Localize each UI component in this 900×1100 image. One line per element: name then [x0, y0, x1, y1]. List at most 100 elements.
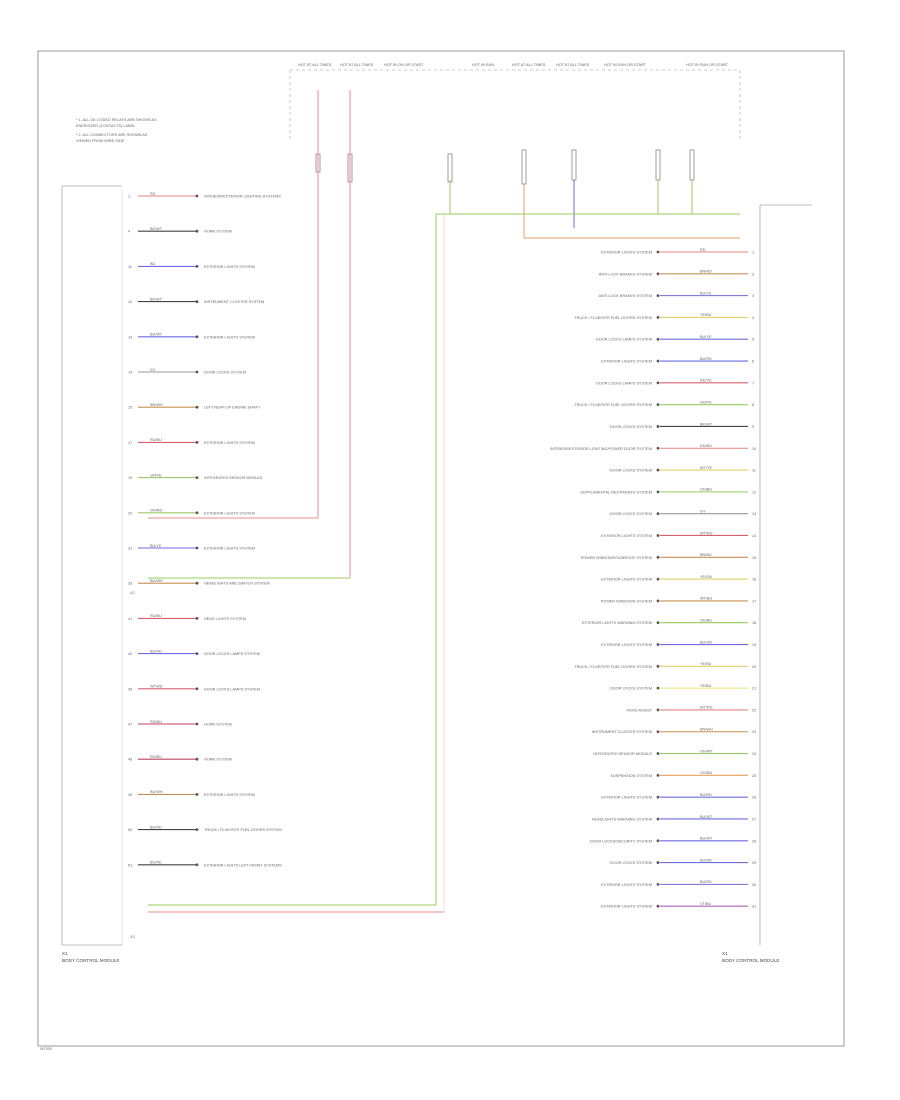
right-connector-terminal — [656, 795, 660, 799]
left-connector-terminal — [195, 335, 199, 339]
left-module-name: BODY CONTROL MODULE — [62, 958, 119, 963]
right-connector-terminal — [656, 425, 660, 428]
fuse-5 — [571, 149, 577, 181]
left-connector-terminal — [195, 194, 199, 198]
right-wire-color-code: BN/WH — [700, 728, 713, 732]
right-connector-terminal — [656, 446, 660, 450]
right-circuit-label: HEADLIGHTS WARNING SYSTEM — [592, 817, 652, 821]
left-wire-color-code: BU/WT — [150, 333, 163, 337]
right-connector-terminal — [656, 817, 660, 821]
right-connector-terminal — [656, 381, 660, 385]
right-circuit-label: INTEGRATED SENSOR MODULE — [593, 752, 652, 756]
right-pin-number: 20 — [752, 665, 756, 669]
top-label-2: HOT AT ALL TIMES — [340, 63, 374, 67]
left-circuit-label: EXTERIOR LIGHTS SYSTEM — [204, 793, 255, 797]
left-connector-terminal — [195, 370, 199, 374]
left-wire-color-code: GN/YE — [150, 473, 162, 477]
right-row: TRUCK / FLUE/SITE FUEL DOORS SYSTEM GN/YE… — [574, 400, 754, 407]
left-wire-color-code: GN/RD — [150, 509, 162, 513]
right-wire-color-code: BN/BU — [700, 553, 712, 557]
left-connector-terminal — [195, 793, 199, 796]
right-pin-number: 31 — [752, 905, 756, 909]
right-pin-number: 15 — [752, 556, 756, 560]
left-pin-number: 20 — [128, 511, 132, 515]
right-wire-color-code: WT/YE — [700, 466, 712, 470]
right-circuit-label: EXTERIOR LIGHTS SYSTEM — [601, 360, 652, 364]
left-circuit-label: HEADLIGHTS AND SWITCH SYSTEM — [204, 582, 270, 586]
left-circuit-label: INTERIOR/EXTERIOR LIGHTING SYSTEMS — [204, 195, 281, 199]
right-wire-color-code: BU/RD — [700, 880, 712, 884]
right-connector-terminal — [656, 752, 660, 755]
left-circuit-label: HEAD LIGHTS SYSTEM — [204, 617, 246, 621]
right-wire-color-code: BU/GN — [700, 640, 712, 644]
right-circuit-label: ANTI-LOCK BRAKES SYSTEM — [599, 272, 652, 276]
right-connector-terminal — [656, 730, 660, 734]
left-connector-terminal — [195, 828, 199, 831]
right-connector-terminal — [656, 534, 660, 537]
left-connector-terminal — [195, 722, 199, 726]
left-connector-terminal — [195, 300, 199, 303]
right-pin-number: 19 — [752, 643, 756, 647]
right-pin-number: 21 — [752, 687, 756, 691]
right-circuit-label: DOOR LOCKS LAMPS SYSTEM — [596, 338, 652, 342]
right-pin-number: 9 — [752, 425, 754, 429]
feed-wires — [148, 90, 740, 913]
right-wire-color-code: GN/BU — [700, 488, 712, 492]
left-pin-number: 11 — [128, 265, 132, 269]
right-pin-number: 2 — [752, 272, 754, 276]
left-connector-terminal — [195, 405, 199, 409]
top-label-5: HOT AT ALL TIMES — [512, 63, 546, 67]
right-pin-number: 10 — [752, 447, 756, 451]
right-circuit-label: TRUCK / FLUE/SITE FUEL DOORS SYSTEM — [574, 316, 652, 320]
right-connector-terminal — [656, 621, 660, 625]
right-pin-number: 23 — [752, 730, 756, 734]
left-circuit-label: EXTERIOR LIGHTS SYSTEM — [204, 265, 255, 269]
right-circuit-label: POWER WINDOWS SYSTEM — [601, 599, 652, 603]
left-wire-color-code: BU/RD — [150, 861, 162, 865]
left-circuit-label: DOOR LOCKS SYSTEM — [204, 371, 246, 375]
left-pin-number: 45 — [128, 687, 132, 691]
right-circuit-label: EXTERIOR LIGHTS SYSTEM — [601, 905, 652, 909]
left-connector-terminal — [195, 511, 199, 515]
left-module-code: X1 — [62, 951, 68, 956]
left-pin-number: 4 — [128, 230, 130, 234]
right-pin-number: 28 — [752, 839, 756, 843]
right-wire-color-code: BU/RD — [700, 858, 712, 862]
fuse-3 — [447, 153, 453, 183]
left-pin-number: 33 — [128, 582, 132, 586]
left-connector-terminal — [195, 581, 199, 585]
left-wire-color-code: BU/WH — [150, 790, 163, 794]
right-pin-number: 11 — [752, 469, 756, 473]
left-circuit-label: INSTRUMENT CLUSTER SYSTEM — [204, 300, 264, 304]
left-wire-color-code: BU/RD — [150, 825, 162, 829]
right-connector-terminal — [656, 882, 660, 886]
right-wire-color-code: GN/YE — [700, 400, 712, 404]
right-pin-number: 6 — [752, 360, 754, 364]
right-circuit-label: TRUCK / FLUE/SITE FUEL DOORS SYSTEM — [574, 403, 652, 407]
right-circuit-label: DOOR LOCKS SYSTEM — [610, 512, 652, 516]
diagram-code: W7000 — [40, 1047, 52, 1051]
left-wire-color-code: RD — [150, 192, 156, 196]
top-label-1: HOT AT ALL TIMES — [298, 63, 332, 67]
right-row: TRUCK / FLUE/SITE FUEL DOORS SYSTEMYE/BU… — [574, 662, 756, 669]
left-connector-x2-label: X2 — [130, 591, 135, 595]
left-circuit-label: INTEGRATED SENSOR MODULE — [204, 476, 263, 480]
left-wire-color-code: GY — [150, 368, 156, 372]
left-connector-terminal — [195, 617, 199, 620]
left-circuit-label: EXTERIOR LIGHTS SYSTEM — [204, 547, 255, 551]
